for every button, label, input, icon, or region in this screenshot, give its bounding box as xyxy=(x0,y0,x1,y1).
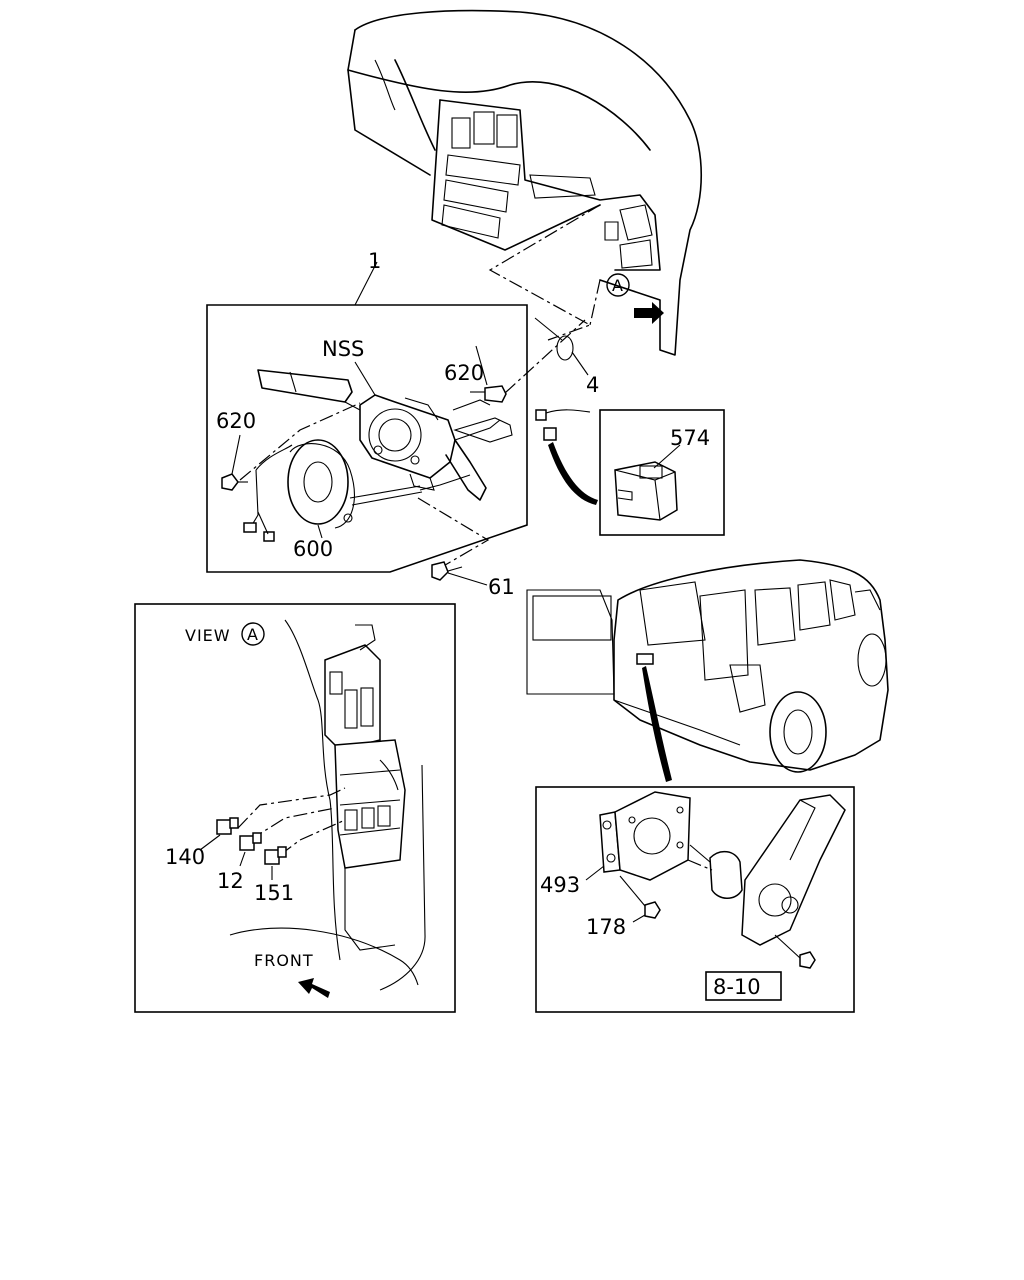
callout-151: 151 xyxy=(254,881,294,905)
leader-493 xyxy=(585,865,605,881)
direction-arrow-icon xyxy=(634,302,664,324)
cable-tie-illustration xyxy=(534,317,589,376)
view-a-marker-inset: A xyxy=(241,622,265,646)
view-label: VIEW xyxy=(185,626,231,645)
view-marker-letter-inset: A xyxy=(247,625,259,644)
suv-illustration xyxy=(526,559,889,782)
combination-switch-illustration xyxy=(257,369,513,501)
screw-620-left-illustration xyxy=(221,434,248,491)
callout-620-left: 620 xyxy=(216,409,256,433)
view-marker-letter: A xyxy=(612,276,624,295)
front-label: FRONT xyxy=(254,951,314,970)
callout-620-right: 620 xyxy=(444,361,484,385)
callout-4: 4 xyxy=(586,373,599,397)
callout-12: 12 xyxy=(217,869,244,893)
clock-spring-coil-illustration xyxy=(243,439,423,542)
main-assembly-frame xyxy=(206,261,528,573)
front-arrow-icon xyxy=(298,978,330,998)
bolt-61-illustration xyxy=(431,561,488,586)
dashboard-illustration xyxy=(347,9,702,356)
view-a-inset xyxy=(134,603,456,1013)
callout-1: 1 xyxy=(368,249,381,273)
bracket-493-inset xyxy=(535,786,855,1013)
view-a-marker-top: A xyxy=(606,273,630,297)
connector-574-illustration xyxy=(535,409,598,505)
ref-box-8-10 xyxy=(705,971,782,1001)
callout-600: 600 xyxy=(293,537,333,561)
callout-178: 178 xyxy=(586,915,626,939)
callout-574: 574 xyxy=(670,426,710,450)
screw-620-right-illustration xyxy=(470,345,507,403)
callout-8-10: 8-10 xyxy=(713,975,761,999)
callout-nss: NSS xyxy=(322,337,364,361)
callout-140: 140 xyxy=(165,845,205,869)
relay-574-inset xyxy=(599,409,725,536)
callout-493: 493 xyxy=(540,873,580,897)
callout-61: 61 xyxy=(488,575,515,599)
